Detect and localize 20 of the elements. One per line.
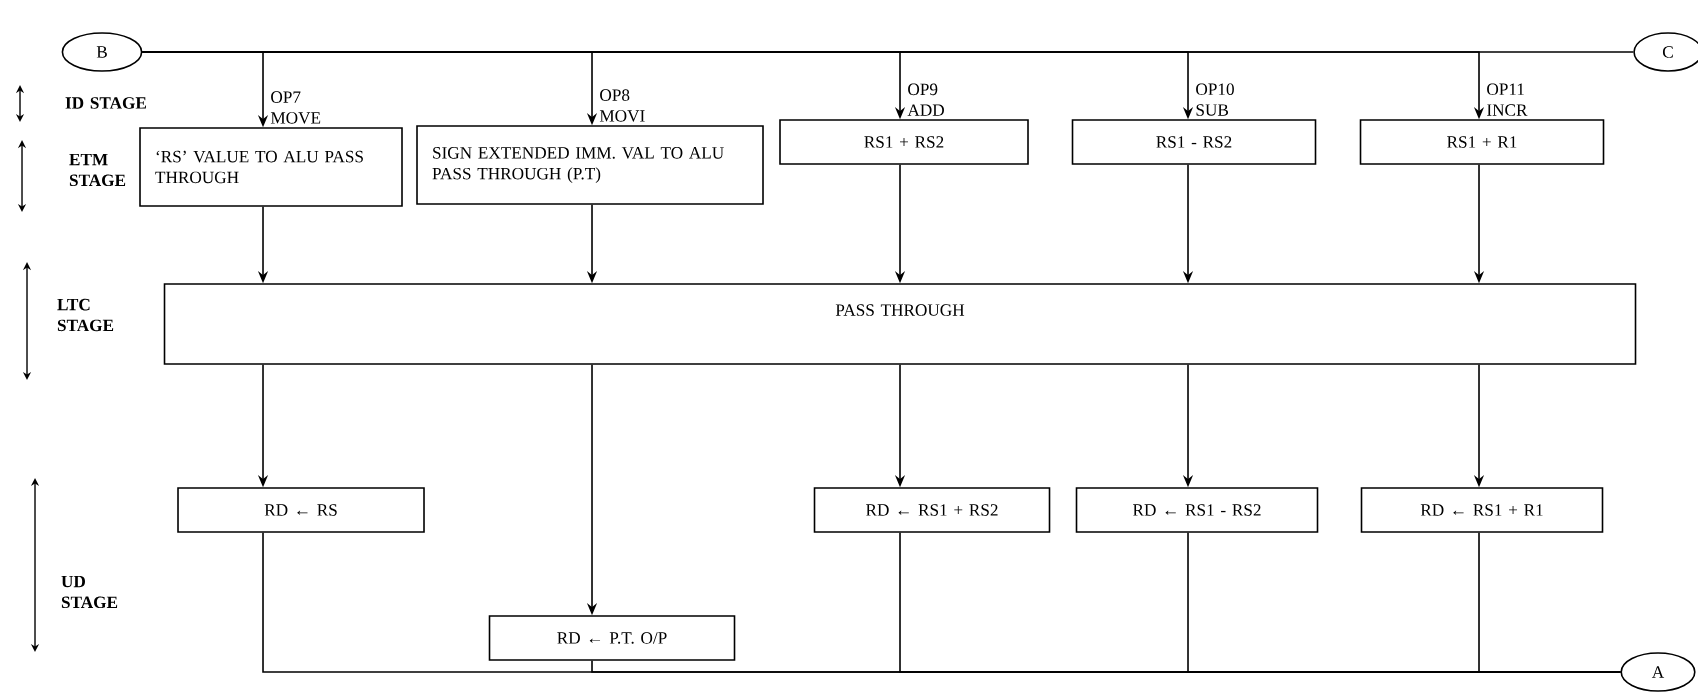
process-box: RD ← RS1 + RS2 (813, 487, 1051, 533)
connector-line (1478, 532, 1622, 673)
stage-label: LTC STAGE (57, 298, 114, 332)
edge-label: OP9 ADD (907, 83, 944, 116)
edge-label: OP7 MOVE (270, 91, 321, 124)
process-box: RS1 - RS2 (1071, 119, 1317, 165)
process-box: RS1 + RS2 (779, 119, 1029, 165)
process-box: RD ← RS (177, 487, 425, 533)
edge-label: OP11 INCR (1487, 83, 1528, 116)
stage-label: ID STAGE (65, 97, 146, 109)
stage-label: UD STAGE (61, 575, 118, 609)
process-box: RD ← P.T. O/P (488, 615, 736, 661)
process-box: PASS THROUGH (163, 283, 1637, 365)
process-box: RD ← RS1 - RS2 (1075, 487, 1319, 533)
edge-label: OP10 SUB (1196, 83, 1234, 116)
process-box: RS1 + R1 (1359, 119, 1605, 165)
process-box: ‘RS’ VALUE TO ALU PASS THROUGH (139, 127, 403, 207)
process-box: SIGN EXTENDED IMM. VAL TO ALU PASS THROUGH (P.T) (416, 125, 764, 205)
process-box: RD ← RS1 + R1 (1360, 487, 1604, 533)
edge-label: OP8 MOVI (599, 89, 645, 122)
